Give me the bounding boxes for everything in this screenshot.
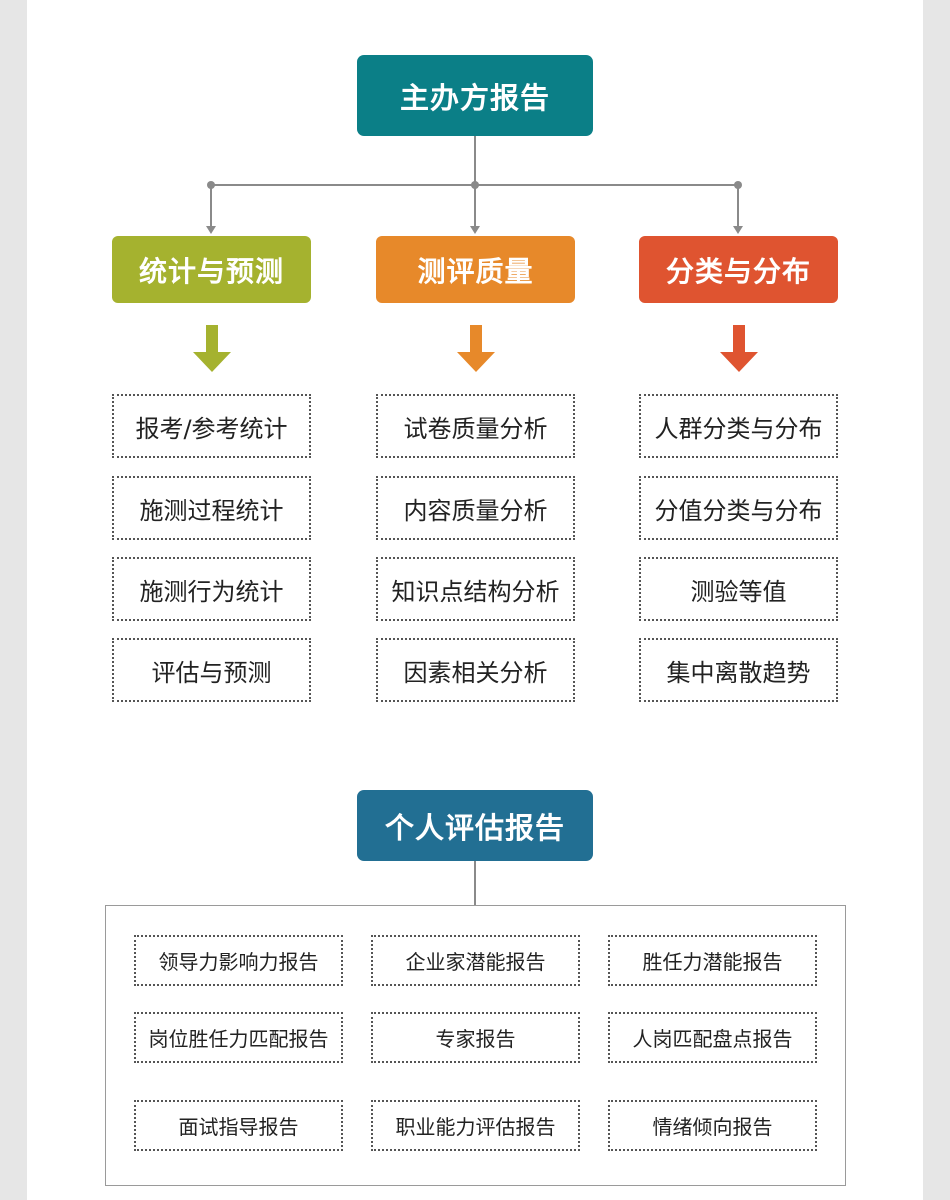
item-box: 评估与预测 <box>112 638 311 702</box>
connector-arrowhead <box>733 226 743 234</box>
report-item: 情绪倾向报告 <box>608 1100 817 1151</box>
report-item: 专家报告 <box>371 1012 580 1063</box>
item-box: 分值分类与分布 <box>639 476 838 540</box>
report-item: 人岗匹配盘点报告 <box>608 1012 817 1063</box>
category-statistics-prediction: 统计与预测 <box>112 236 311 303</box>
report-item: 职业能力评估报告 <box>371 1100 580 1151</box>
report-item: 面试指导报告 <box>134 1100 343 1151</box>
report-item: 企业家潜能报告 <box>371 935 580 986</box>
organizer-report-title: 主办方报告 <box>357 55 593 136</box>
report-item: 胜任力潜能报告 <box>608 935 817 986</box>
item-box: 知识点结构分析 <box>376 557 575 621</box>
down-arrow-icon <box>457 325 495 372</box>
down-arrow-icon <box>720 325 758 372</box>
down-arrow-icon <box>193 325 231 372</box>
item-box: 因素相关分析 <box>376 638 575 702</box>
personal-report-title: 个人评估报告 <box>357 790 593 861</box>
item-box: 测验等值 <box>639 557 838 621</box>
item-box: 集中离散趋势 <box>639 638 838 702</box>
category-assessment-quality: 测评质量 <box>376 236 575 303</box>
item-box: 试卷质量分析 <box>376 394 575 458</box>
item-box: 报考/参考统计 <box>112 394 311 458</box>
connector-arrowhead <box>206 226 216 234</box>
item-box: 施测过程统计 <box>112 476 311 540</box>
connector-arrowhead <box>470 226 480 234</box>
item-box: 人群分类与分布 <box>639 394 838 458</box>
item-box: 内容质量分析 <box>376 476 575 540</box>
item-box: 施测行为统计 <box>112 557 311 621</box>
report-item: 领导力影响力报告 <box>134 935 343 986</box>
report-item: 岗位胜任力匹配报告 <box>134 1012 343 1063</box>
category-classification-distribution: 分类与分布 <box>639 236 838 303</box>
